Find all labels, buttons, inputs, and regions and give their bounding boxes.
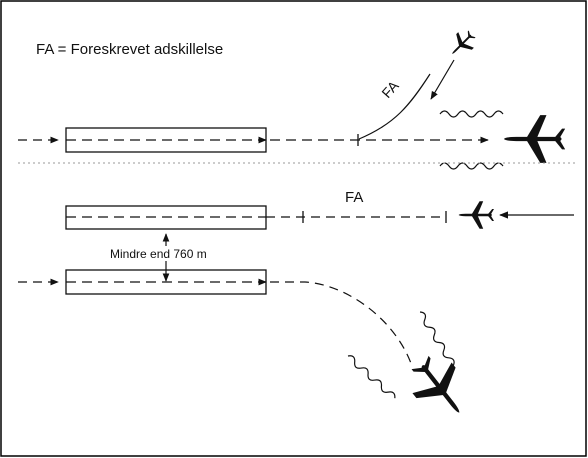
heavy-airplane-icon — [503, 115, 566, 163]
fa-label-top: FA — [378, 77, 402, 101]
legend-text: FA = Foreskrevet adskillelse — [36, 41, 223, 58]
distance-label-bg — [108, 246, 226, 261]
departure-path — [270, 281, 413, 367]
fa-arc-path — [358, 73, 431, 140]
small-aircraft-approach-arrow — [430, 59, 455, 100]
heavy-airplane-icon — [400, 347, 479, 428]
small-airplane-icon — [444, 26, 480, 62]
distance-label: Mindre end 760 m — [110, 247, 207, 261]
medium-airplane-icon — [458, 201, 494, 229]
fa-label-middle: FA — [345, 189, 363, 206]
